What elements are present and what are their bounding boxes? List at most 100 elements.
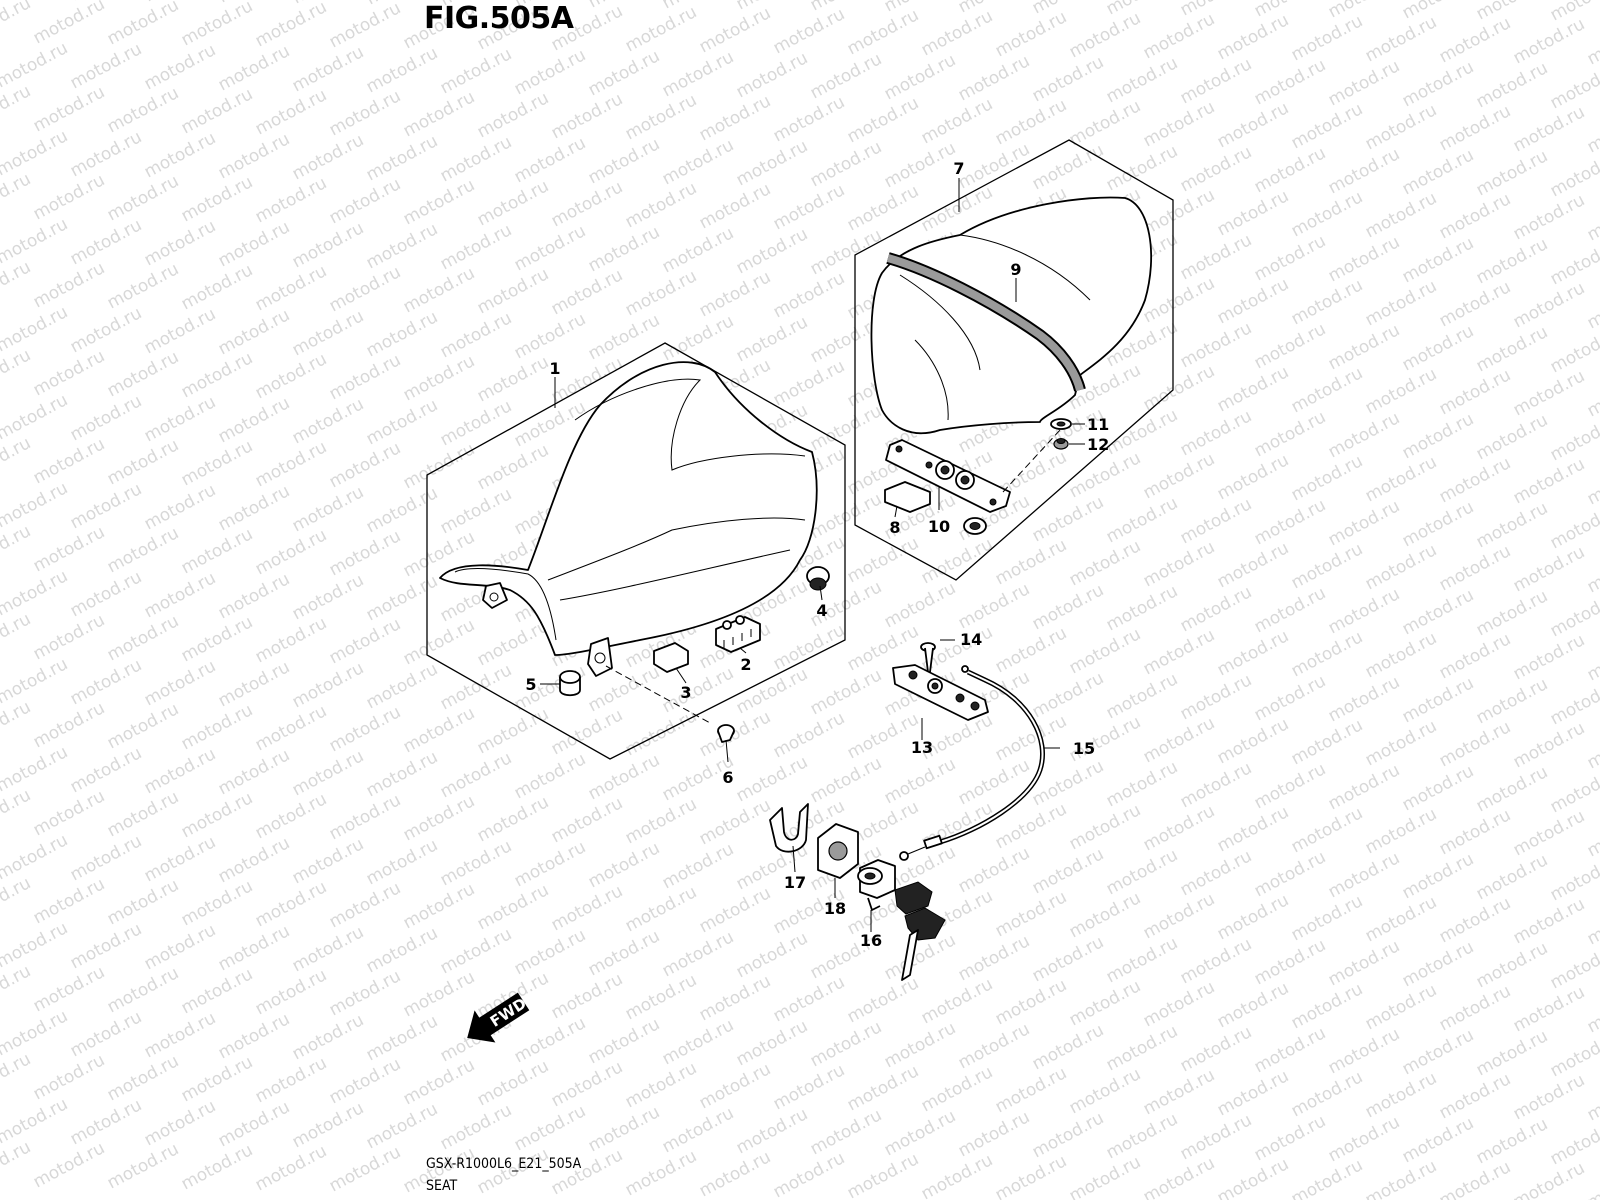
part-5-rubber-mount [559,670,581,697]
watermark-text: motod.ru [326,702,404,756]
part-9-strap [886,254,1084,392]
watermark-text: motod.ru [1584,367,1600,421]
watermark-text: motod.ru [881,138,959,192]
watermark-text: motod.ru [141,40,219,94]
callout-11: 11 [1087,415,1109,434]
front-seat-seam-line [574,378,806,471]
watermark-text: motod.ru [104,611,182,665]
watermark-text: motod.ru [1399,1113,1477,1167]
watermark-text: motod.ru [326,0,404,52]
watermark-text: motod.ru [474,792,552,846]
watermark-text: motod.ru [1584,1071,1600,1125]
watermark-text: motod.ru [1436,541,1514,595]
callout-1: 1 [549,359,560,378]
watermark-text: motod.ru [326,350,404,404]
figure-title: FIG.505A [424,1,575,36]
watermark-text: motod.ru [992,799,1070,853]
watermark-text: motod.ru [1436,189,1514,243]
watermark-text: motod.ru [511,133,589,187]
watermark-text: motod.ru [548,265,626,319]
watermark-text: motod.ru [141,216,219,270]
watermark-text: motod.ru [1177,670,1255,724]
watermark-text: motod.ru [1473,410,1551,464]
watermark-text: motod.ru [1140,713,1218,767]
watermark-text: motod.ru [215,217,293,271]
watermark-text: motod.ru [622,2,700,56]
watermark-text: motod.ru [1251,231,1329,285]
watermark-text: motod.ru [548,89,626,143]
watermark-text: motod.ru [363,43,441,97]
watermark-text: motod.ru [400,175,478,229]
watermark-text: motod.ru [1066,8,1144,62]
watermark-text: motod.ru [1436,277,1514,331]
watermark-text: motod.ru [1362,364,1440,418]
seat-lock-group [769,639,1046,981]
watermark-text: motod.ru [30,258,108,312]
watermark-text: motod.ru [474,616,552,670]
watermark-text: motod.ru [1140,889,1218,943]
watermark-text: motod.ru [1177,142,1255,196]
bolt-alignment-line [605,665,713,725]
watermark-text: motod.ru [400,87,478,141]
watermark-text: motod.ru [696,267,774,321]
watermark-text: motod.ru [141,744,219,798]
watermark-text: motod.ru [1473,762,1551,816]
watermark-text: motod.ru [326,966,404,1020]
watermark-text: motod.ru [289,130,367,184]
watermark-text: motod.ru [1177,934,1255,988]
watermark-text: motod.ru [1066,96,1144,150]
watermark-text: motod.ru [178,524,256,578]
watermark-text: motod.ru [659,1103,737,1157]
watermark-text: motod.ru [289,746,367,800]
watermark-text: motod.ru [1251,1023,1329,1077]
watermark-text: motod.ru [67,567,145,621]
watermark-text: motod.ru [770,620,848,674]
watermark-text: motod.ru [807,1105,885,1159]
watermark-text: motod.ru [1288,979,1366,1033]
watermark-text: motod.ru [474,88,552,142]
callout-3: 3 [680,683,691,702]
callout-5: 5 [525,675,536,694]
watermark-text: motod.ru [1325,144,1403,198]
watermark-text: motod.ru [1473,938,1551,992]
watermark-text: motod.ru [289,570,367,624]
part-15-cable [899,665,1046,861]
watermark-text: motod.ru [30,346,108,400]
watermark-text: motod.ru [104,699,182,753]
section-name: SEAT [426,1178,457,1194]
watermark-text: motod.ru [437,308,515,362]
watermark-text: motod.ru [252,525,330,579]
watermark-text: motod.ru [141,920,219,974]
watermark-text: motod.ru [1029,932,1107,986]
watermark-text: motod.ru [992,887,1070,941]
watermark-text: motod.ru [770,1148,848,1200]
watermark-text: motod.ru [178,172,256,226]
callout-7: 7 [953,159,964,178]
callout-14: 14 [960,630,982,649]
watermark-text: motod.ru [1251,847,1329,901]
watermark-text: motod.ru [992,975,1070,1029]
watermark-text: motod.ru [1325,0,1403,22]
watermark-text: motod.ru [437,924,515,978]
watermark-text: motod.ru [992,623,1070,677]
watermark-text: motod.ru [955,755,1033,809]
watermark-text: motod.ru [67,743,145,797]
watermark-text: motod.ru [215,745,293,799]
watermark-text: motod.ru [474,440,552,494]
watermark-text: motod.ru [807,753,885,807]
callout-12: 12 [1087,435,1109,454]
callout-6: 6 [722,768,733,787]
watermark-text: motod.ru [1140,449,1218,503]
watermark-text: motod.ru [1510,894,1588,948]
watermark-text: motod.ru [1214,978,1292,1032]
watermark-text: motod.ru [807,49,885,103]
watermark-text: motod.ru [252,1141,330,1195]
watermark-text: motod.ru [252,261,330,315]
watermark-text: motod.ru [1214,362,1292,416]
watermark-text: motod.ru [252,701,330,755]
watermark-text: motod.ru [30,962,108,1016]
watermark-text: motod.ru [215,41,293,95]
front-seat-lower-bracket [587,637,613,677]
watermark-text: motod.ru [1584,543,1600,597]
watermark-text: motod.ru [104,523,182,577]
